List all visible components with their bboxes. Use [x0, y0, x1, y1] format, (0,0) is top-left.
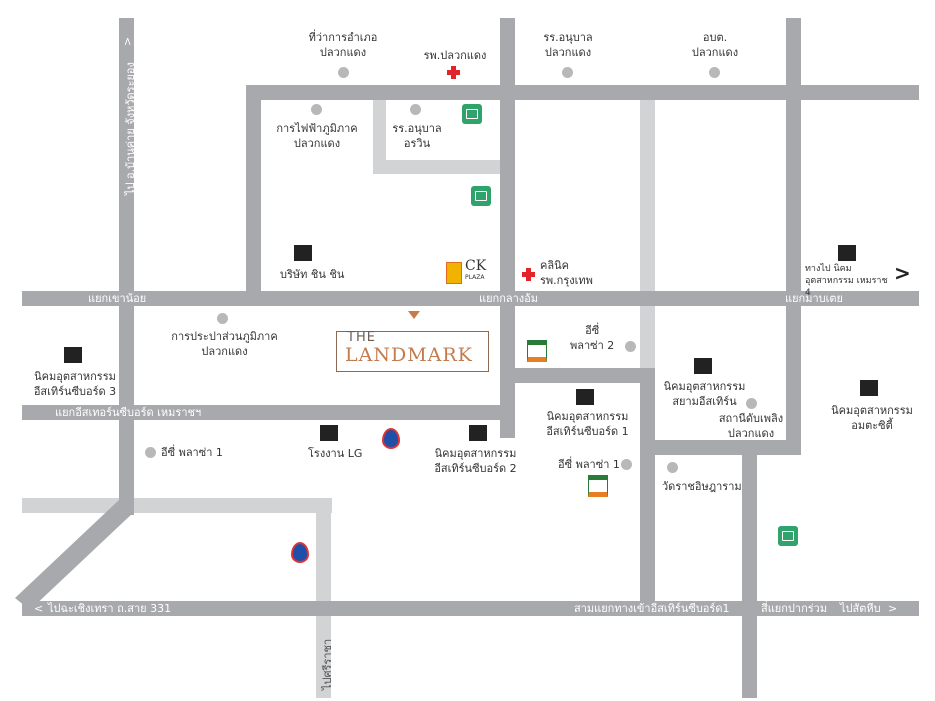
- road-label-left-vertical: ไป อ.บ้านค่าย จังหวัดระยอง: [124, 62, 137, 195]
- label-chin-chin: บริษัท ชิน ชิน: [280, 268, 345, 281]
- factory-icon: [320, 425, 338, 441]
- poi-dot-icon: [217, 313, 228, 324]
- label-temple: วัดราชอิษฎาราม: [662, 480, 742, 493]
- label-eastern-seaboard-3: นิคมอุตสาหกรรม อีสเทิร์นซีบอร์ด 3: [33, 370, 117, 398]
- factory-icon: [694, 358, 712, 374]
- gas-station-icon: [291, 542, 309, 563]
- poi-dot-icon: [621, 459, 632, 470]
- label-esie-plaza-1-right: อีซี่ พลาซ่า 1: [558, 458, 620, 471]
- label-hospital-top: รพ.ปลวกแดง: [423, 49, 487, 62]
- road-label-klang: แยกกลางอ้ม: [479, 292, 539, 305]
- project-name-top: THE: [347, 330, 376, 345]
- road-bottom-horizontal: [22, 601, 919, 616]
- road-label-four-way: สี่แยกปากร่วม: [761, 602, 828, 615]
- cross-icon: [447, 66, 460, 79]
- poi-dot-icon: [311, 104, 322, 115]
- road-light-orawin: [373, 96, 386, 174]
- bank-icon: [462, 104, 482, 124]
- factory-icon: [860, 380, 878, 396]
- label-kindergarten-top: รร.อนุบาล ปลวกแดง: [543, 31, 593, 59]
- chevron-right-icon[interactable]: >: [894, 261, 911, 285]
- road-eastern-seaboard: [22, 405, 515, 420]
- poi-dot-icon: [145, 447, 156, 458]
- poi-dot-icon: [667, 462, 678, 473]
- poi-dot-icon: [338, 67, 349, 78]
- label-hemaraj-4[interactable]: ทางไป นิคมอุตสาหกรรม เหมราช 4: [805, 264, 888, 298]
- label-subdistrict: อบต. ปลวกแดง: [691, 31, 739, 59]
- label-fire-station: สถานีดับเพลิง ปลวกแดง: [718, 412, 784, 440]
- road-label-three-way: สามแยกทางเข้าอีสเทิร์นซีบอร์ด1: [574, 602, 730, 615]
- chevron-right-icon: >: [888, 602, 898, 615]
- cross-icon: [522, 268, 535, 281]
- factory-icon: [469, 425, 487, 441]
- road-main-horizontal: [22, 291, 919, 306]
- chevron-left-icon: <: [34, 602, 44, 615]
- poi-dot-icon: [746, 398, 757, 409]
- road-label-sattahip[interactable]: ไปสัตหีบ: [840, 602, 881, 615]
- label-clinic: คลินิค รพ.กรุงเทพ: [540, 259, 593, 287]
- ck-plaza-logo: [446, 262, 462, 284]
- seven-eleven-icon: [588, 475, 608, 497]
- factory-icon: [64, 347, 82, 363]
- road-eastern-branch: [500, 368, 655, 383]
- road-left-vertical: [119, 18, 134, 515]
- seven-eleven-icon: [527, 340, 547, 362]
- project-name-main: LANDMARK: [345, 344, 473, 366]
- label-waterworks: การประปาส่วนภูมิภาค ปลวกแดง: [171, 330, 278, 358]
- road-label-eastern-seaboard: แยกอีสเทอร์นซีบอร์ด เหมราชฯ: [55, 406, 202, 419]
- poi-dot-icon: [709, 67, 720, 78]
- road-light-orawin-h: [373, 160, 503, 174]
- road-label-map-tae: แยกมาบเตย: [785, 292, 843, 305]
- road-eastern-vertical: [640, 368, 655, 608]
- label-district-office: ที่ว่าการอำเภอ ปลวกแดง: [308, 31, 378, 59]
- label-siam-eastern: นิคมอุตสาหกรรม สยามอีสเทิร์น: [663, 380, 746, 408]
- road-fire-station-h: [640, 440, 801, 455]
- road-light-bottom-left: [22, 498, 332, 513]
- poi-dot-icon: [410, 104, 421, 115]
- road-label-sriracha: ไปศรีราชา: [321, 638, 334, 690]
- road-top-loop: [246, 85, 919, 100]
- road-diagonal-left: [15, 500, 134, 610]
- road-label-khao-noi: แยกเขาน้อย: [88, 292, 147, 305]
- factory-icon: [576, 389, 594, 405]
- bank-icon: [471, 186, 491, 206]
- label-eastern-seaboard-2: นิคมอุตสาหกรรม อีสเทิร์นซีบอร์ด 2: [434, 447, 517, 475]
- label-ck-plaza: CK: [465, 258, 487, 274]
- label-esie-plaza-2: อีซี่ พลาซ่า 2: [570, 324, 615, 352]
- label-kindergarten-orawin: รร.อนุบาล อรวิน: [392, 122, 442, 150]
- project-location-marker: [408, 311, 420, 319]
- factory-icon: [294, 245, 312, 261]
- road-vertical-right: [786, 18, 801, 455]
- road-vertical-center: [500, 18, 515, 438]
- bank-icon: [778, 526, 798, 546]
- road-label-chachoengsao[interactable]: ไปฉะเชิงเทรา ถ.สาย 331: [48, 602, 172, 615]
- factory-icon: [838, 245, 856, 261]
- road-light-sriracha: [316, 498, 331, 698]
- project-logo[interactable]: THE LANDMARK: [336, 330, 489, 372]
- poi-dot-icon: [625, 341, 636, 352]
- label-amata-city: นิคมอุตสาหกรรม อมตะซิตี้: [831, 404, 913, 432]
- label-esie-plaza-1-left: อีซี่ พลาซ่า 1: [161, 446, 223, 459]
- gas-station-icon: [382, 428, 400, 449]
- label-eastern-seaboard-1: นิคมอุตสาหกรรม อีสเทิร์นซีบอร์ด 1: [546, 410, 629, 438]
- arrow-up-left-road: >: [121, 36, 134, 46]
- label-ck-plaza-bottom: PLAZA: [465, 274, 485, 281]
- road-fire-station-v: [742, 440, 757, 698]
- poi-dot-icon: [562, 67, 573, 78]
- road-loop-left: [246, 85, 261, 305]
- label-electricity: การไฟฟ้าภูมิภาค ปลวกแดง: [276, 122, 358, 150]
- label-lg-factory: โรงงาน LG: [308, 447, 363, 460]
- road-light-vertical: [640, 98, 655, 368]
